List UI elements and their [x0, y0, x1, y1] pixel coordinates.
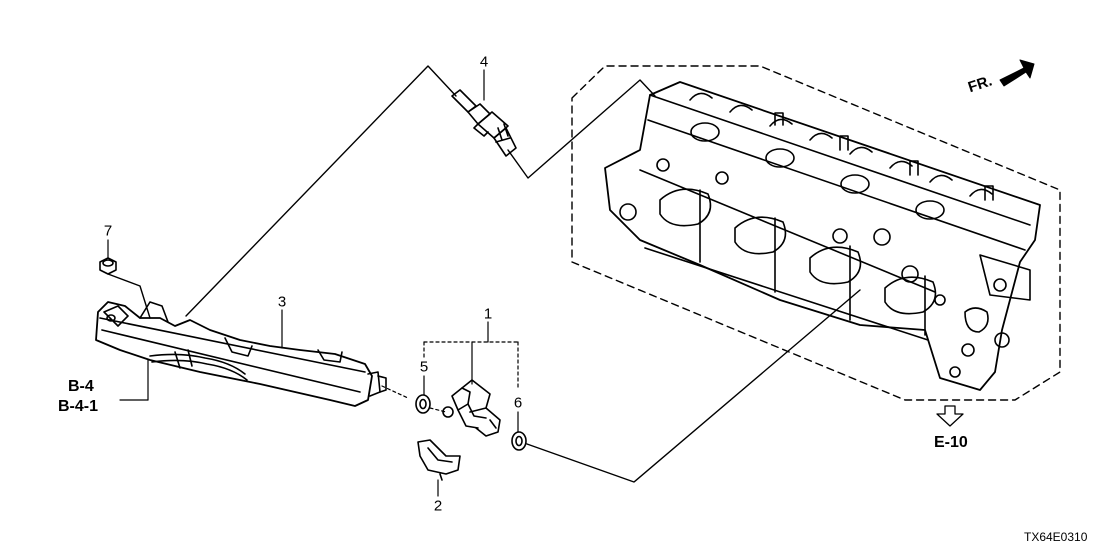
o-ring-5-drawing [415, 394, 431, 414]
injector-drawing [442, 379, 501, 437]
callout-2: 2 [433, 497, 443, 515]
connector-lines [107, 65, 861, 483]
ref-b4: B-4 [68, 378, 94, 395]
nut-drawing [99, 257, 117, 275]
clip-drawing [417, 439, 461, 481]
spark-plug-drawing [451, 89, 517, 157]
leader-lines [107, 69, 519, 497]
diagram-code: TX64E0310 [1024, 530, 1088, 544]
ref-b4-1: B-4-1 [58, 398, 99, 415]
callout-6: 6 [513, 394, 523, 412]
callout-3: 3 [277, 293, 287, 311]
callout-4: 4 [479, 53, 489, 71]
e10-arrow-icon [936, 405, 964, 427]
callout-5: 5 [419, 358, 429, 376]
cylinder-head-group-outline [571, 65, 1061, 401]
fr-arrow-icon [999, 59, 1035, 87]
o-ring-6-drawing [511, 431, 527, 451]
callout-7: 7 [103, 222, 113, 240]
cylinder-head-drawing [604, 81, 1041, 391]
callout-1: 1 [483, 305, 493, 323]
ref-e10: E-10 [934, 434, 968, 451]
fuel-rail-drawing [95, 301, 387, 407]
